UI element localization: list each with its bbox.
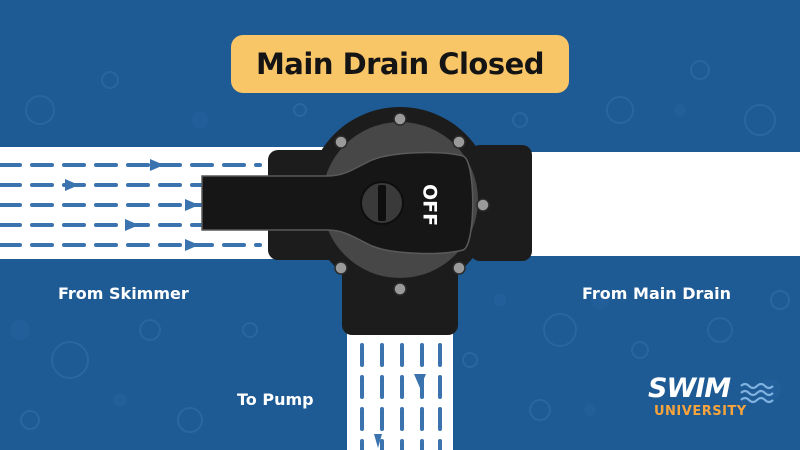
arrow-down-icon bbox=[374, 434, 382, 448]
logo-swim-text: SWIM bbox=[648, 373, 731, 404]
valve-handle bbox=[202, 152, 473, 254]
arrow-right-icon bbox=[185, 199, 199, 211]
screw-slot bbox=[378, 185, 386, 221]
arrow-right-icon bbox=[150, 159, 164, 171]
background-bubbles-filled bbox=[10, 104, 781, 416]
arrow-right-icon bbox=[125, 219, 139, 231]
swim-university-logo: SWIM UNIVERSITY bbox=[648, 373, 778, 427]
skimmer-flow-lines bbox=[0, 163, 262, 247]
valve-handle-edge bbox=[201, 151, 474, 255]
arrow-down-icon bbox=[414, 374, 426, 388]
main-drain-label: From Main Drain bbox=[582, 284, 732, 303]
skimmer-flow-arrows bbox=[65, 159, 199, 251]
logo-university-text: UNIVERSITY bbox=[654, 404, 747, 419]
pump-flow-arrows bbox=[374, 374, 426, 448]
valve-off-label: OFF bbox=[419, 184, 441, 226]
three-way-valve: OFF bbox=[201, 107, 532, 335]
arrow-right-icon bbox=[65, 179, 79, 191]
waves-icon bbox=[740, 382, 774, 404]
background-bubbles bbox=[20, 60, 790, 433]
page-title: Main Drain Closed bbox=[231, 35, 569, 93]
pump-label: To Pump bbox=[237, 390, 314, 409]
valve-bolts bbox=[334, 112, 490, 296]
pump-flow-lines bbox=[360, 343, 442, 450]
arrow-right-icon bbox=[185, 239, 199, 251]
skimmer-label: From Skimmer bbox=[58, 284, 189, 303]
